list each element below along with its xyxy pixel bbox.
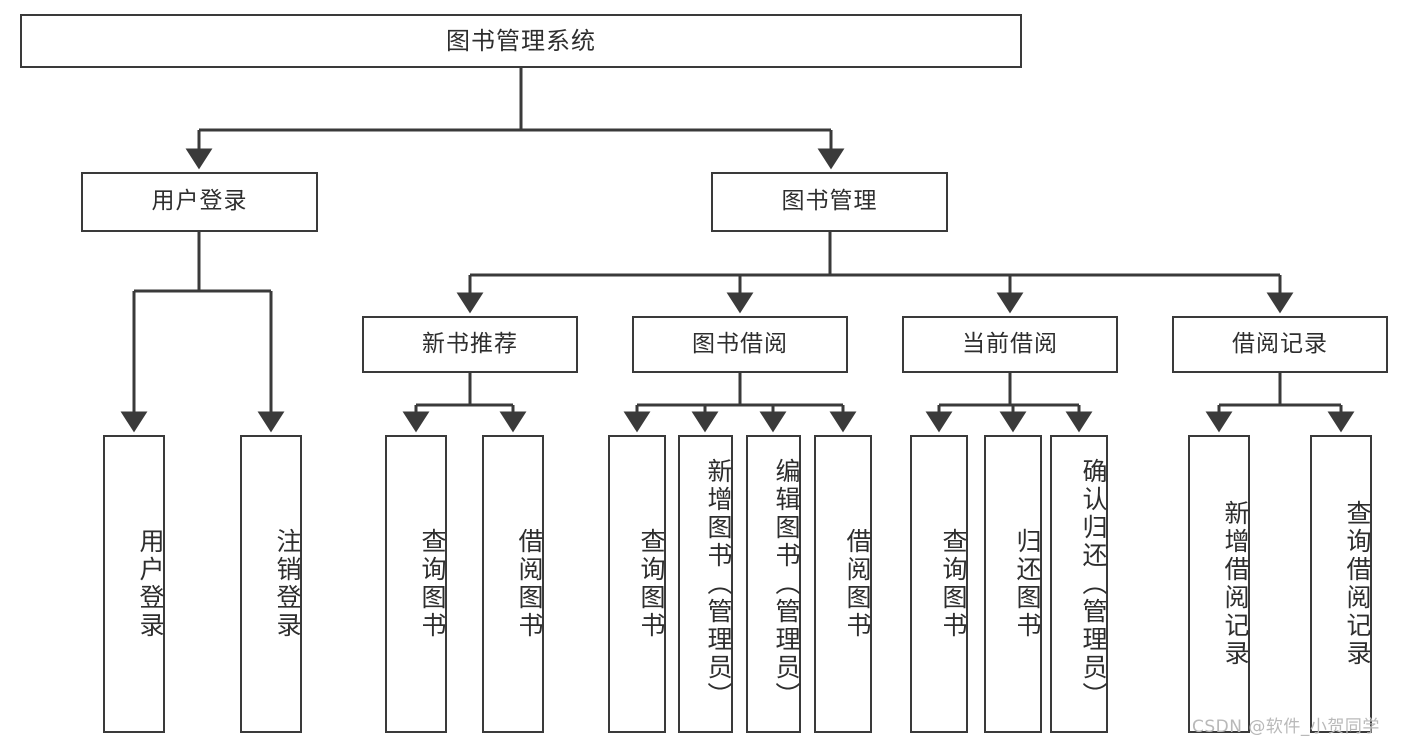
node-book-management-label: 图书管理 [781, 188, 878, 215]
node-leaf-confirm-return-label: 确认归还（管理员） [1079, 458, 1108, 710]
node-leaf-query-book-borrow-label: 查询图书 [637, 528, 666, 640]
node-leaf-query-borrow-record-label: 查询借阅记录 [1343, 500, 1372, 668]
node-user-login-label: 用户登录 [151, 188, 248, 215]
node-book-management[interactable]: 图书管理 [711, 172, 948, 232]
node-leaf-logout[interactable]: 注销登录 [240, 435, 302, 733]
node-borrow-record-label: 借阅记录 [1232, 330, 1328, 357]
edge-group-root [185, 68, 845, 170]
node-book-borrow-label: 图书借阅 [692, 330, 788, 357]
csdn-watermark: CSDN @软件_小贺同学 [1192, 717, 1380, 737]
node-leaf-query-book-recommend[interactable]: 查询图书 [385, 435, 447, 733]
node-leaf-query-borrow-record[interactable]: 查询借阅记录 [1310, 435, 1372, 733]
node-current-borrow[interactable]: 当前借阅 [902, 316, 1118, 373]
node-leaf-add-book[interactable]: 新增图书（管理员） [678, 435, 733, 733]
edge-group-user-login [120, 232, 285, 433]
node-borrow-record[interactable]: 借阅记录 [1172, 316, 1388, 373]
node-leaf-user-login[interactable]: 用户登录 [103, 435, 165, 733]
node-leaf-add-borrow-record[interactable]: 新增借阅记录 [1188, 435, 1250, 733]
edge-group-book-management [456, 232, 1294, 314]
edge-group-new-book-recommend [402, 373, 527, 433]
node-leaf-query-book-borrow[interactable]: 查询图书 [608, 435, 666, 733]
edge-group-book-borrow [623, 373, 857, 433]
node-new-book-recommend[interactable]: 新书推荐 [362, 316, 578, 373]
node-leaf-query-book-recommend-label: 查询图书 [418, 528, 447, 640]
node-leaf-edit-book-label: 编辑图书（管理员） [772, 458, 801, 710]
node-leaf-confirm-return[interactable]: 确认归还（管理员） [1050, 435, 1108, 733]
node-leaf-user-login-label: 用户登录 [136, 528, 165, 640]
node-user-login[interactable]: 用户登录 [81, 172, 318, 232]
node-current-borrow-label: 当前借阅 [962, 330, 1058, 357]
node-leaf-query-book-current[interactable]: 查询图书 [910, 435, 968, 733]
node-leaf-borrow-book-recommend-label: 借阅图书 [515, 528, 544, 640]
node-book-borrow[interactable]: 图书借阅 [632, 316, 848, 373]
node-leaf-query-book-current-label: 查询图书 [939, 528, 968, 640]
edge-group-current-borrow [925, 373, 1093, 433]
node-leaf-add-borrow-record-label: 新增借阅记录 [1221, 500, 1250, 668]
edge-group-borrow-record [1205, 373, 1355, 433]
node-leaf-edit-book[interactable]: 编辑图书（管理员） [746, 435, 801, 733]
node-new-book-recommend-label: 新书推荐 [422, 330, 518, 357]
node-leaf-borrow-book-label: 借阅图书 [843, 528, 872, 640]
node-leaf-add-book-label: 新增图书（管理员） [704, 458, 733, 710]
node-root-label: 图书管理系统 [446, 26, 596, 55]
node-leaf-return-book-label: 归还图书 [1013, 528, 1042, 640]
node-root[interactable]: 图书管理系统 [20, 14, 1022, 68]
node-leaf-logout-label: 注销登录 [273, 528, 302, 640]
node-leaf-borrow-book[interactable]: 借阅图书 [814, 435, 872, 733]
node-leaf-borrow-book-recommend[interactable]: 借阅图书 [482, 435, 544, 733]
node-leaf-return-book[interactable]: 归还图书 [984, 435, 1042, 733]
